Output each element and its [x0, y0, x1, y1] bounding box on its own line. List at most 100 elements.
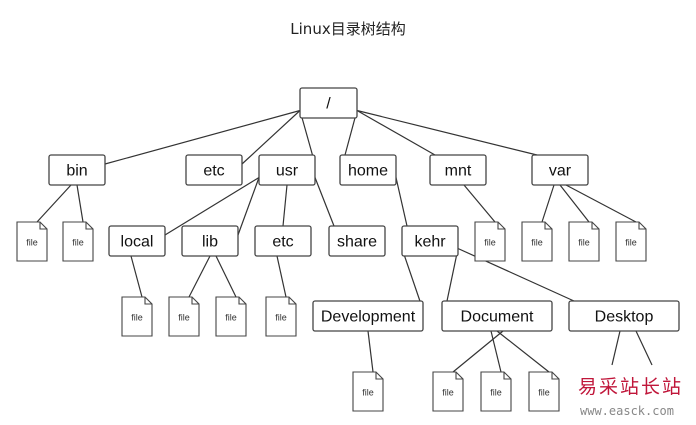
file-shape — [528, 371, 560, 412]
file-icon[interactable]: file — [121, 296, 153, 337]
tree-edge — [635, 330, 653, 366]
file-shape — [215, 296, 247, 337]
dir-node-kehr[interactable]: kehr — [401, 225, 459, 257]
node-box — [254, 225, 312, 257]
file-edge — [559, 184, 590, 223]
dir-node-root[interactable]: / — [299, 87, 358, 119]
node-box — [568, 300, 680, 332]
tree-edge — [611, 330, 621, 366]
file-shape — [121, 296, 153, 337]
file-icon[interactable]: file — [521, 221, 553, 262]
file-icon[interactable]: file — [615, 221, 647, 262]
file-edge — [541, 184, 555, 223]
node-box — [312, 300, 424, 332]
dir-node-usr-etc[interactable]: etc — [254, 225, 312, 257]
node-label: share — [337, 234, 377, 251]
file-shape — [615, 221, 647, 262]
tree-edge — [241, 110, 301, 165]
dir-node-usr[interactable]: usr — [258, 154, 316, 186]
node-box — [328, 225, 386, 257]
file-shape — [432, 371, 464, 412]
file-icon[interactable]: file — [168, 296, 200, 337]
file-icon[interactable]: file — [474, 221, 506, 262]
file-icon[interactable]: file — [352, 371, 384, 412]
dir-node-home[interactable]: home — [339, 154, 397, 186]
node-box — [108, 225, 166, 257]
file-shape — [521, 221, 553, 262]
file-label: file — [225, 313, 237, 323]
node-box — [441, 300, 553, 332]
dir-node-development[interactable]: Development — [312, 300, 424, 332]
dir-node-desktop[interactable]: Desktop — [568, 300, 680, 332]
dir-node-share[interactable]: share — [328, 225, 386, 257]
file-label: file — [578, 238, 590, 248]
watermark-name: 易采站长站 — [578, 376, 684, 398]
node-label: var — [549, 163, 572, 180]
file-label: file — [531, 238, 543, 248]
file-icon[interactable]: file — [16, 221, 48, 262]
node-label: Document — [461, 309, 534, 326]
watermark-url: www.easck.com — [580, 404, 674, 418]
file-edge — [565, 184, 637, 223]
tree-edge — [104, 109, 301, 165]
file-label: file — [490, 388, 502, 398]
file-label: file — [442, 388, 454, 398]
file-shape — [62, 221, 94, 262]
node-label: usr — [276, 163, 299, 180]
tree-edge — [401, 248, 424, 311]
node-box — [401, 225, 459, 257]
nodes: / bin etc usr home mnt var local lib etc share kehr… — [16, 87, 680, 412]
node-box — [48, 154, 106, 186]
file-label: file — [538, 388, 550, 398]
node-box — [339, 154, 397, 186]
tree-edge — [237, 177, 260, 236]
file-shape — [474, 221, 506, 262]
dir-node-mnt[interactable]: mnt — [429, 154, 487, 186]
file-shape — [480, 371, 512, 412]
file-icon[interactable]: file — [480, 371, 512, 412]
node-label: etc — [203, 163, 224, 180]
file-edge — [215, 255, 237, 298]
node-label: kehr — [414, 234, 446, 251]
dir-node-bin[interactable]: bin — [48, 154, 106, 186]
file-icon[interactable]: file — [215, 296, 247, 337]
tree-edge — [356, 109, 436, 156]
tree-edge — [164, 176, 260, 236]
file-icon[interactable]: file — [528, 371, 560, 412]
dir-node-var[interactable]: var — [531, 154, 589, 186]
file-label: file — [178, 313, 190, 323]
file-label: file — [26, 238, 38, 248]
tree-edge — [446, 248, 459, 302]
file-icon[interactable]: file — [432, 371, 464, 412]
file-shape — [568, 221, 600, 262]
file-shape — [352, 371, 384, 412]
node-box — [185, 154, 243, 186]
node-label: etc — [272, 234, 293, 251]
dir-node-document[interactable]: Document — [441, 300, 553, 332]
file-label: file — [131, 313, 143, 323]
file-shape — [265, 296, 297, 337]
dir-node-lib[interactable]: lib — [181, 225, 239, 257]
node-label: lib — [202, 234, 218, 251]
file-edge — [452, 330, 504, 373]
node-box — [531, 154, 589, 186]
file-edge — [76, 184, 84, 223]
dir-node-local[interactable]: local — [108, 225, 166, 257]
node-box — [299, 87, 358, 119]
node-label: home — [348, 163, 388, 180]
file-label: file — [275, 313, 287, 323]
dir-node-etc[interactable]: etc — [185, 154, 243, 186]
node-label: / — [326, 96, 331, 113]
tree-edge — [395, 177, 408, 227]
tree-edge — [356, 109, 538, 156]
file-icon[interactable]: file — [265, 296, 297, 337]
node-label: Desktop — [595, 309, 654, 326]
node-label: Development — [321, 309, 416, 326]
file-edge — [188, 255, 211, 298]
file-label: file — [72, 238, 84, 248]
file-icon[interactable]: file — [568, 221, 600, 262]
file-icon[interactable]: file — [62, 221, 94, 262]
file-edge — [276, 255, 287, 298]
